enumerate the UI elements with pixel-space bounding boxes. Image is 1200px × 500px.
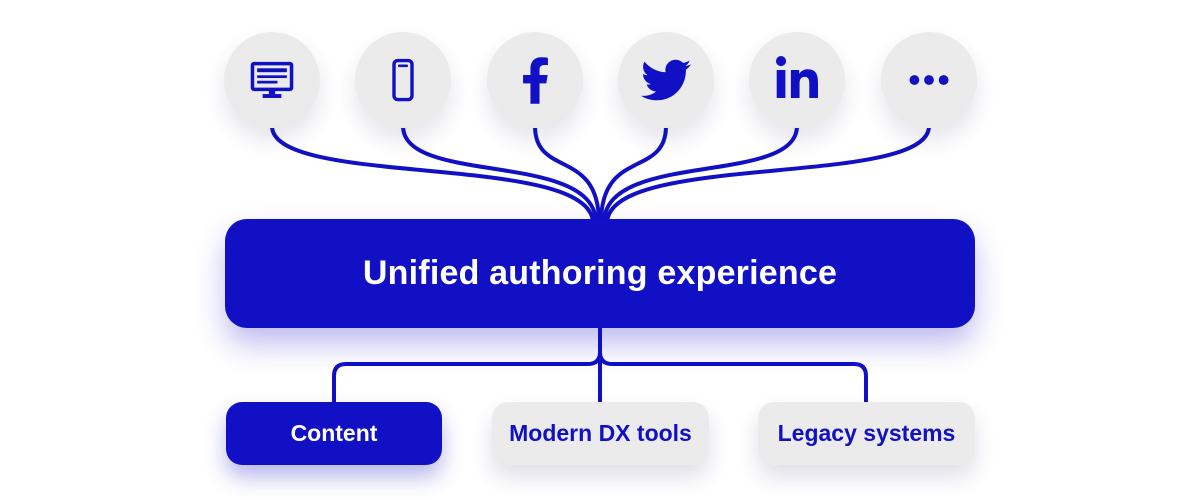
connector-twitter (599, 124, 668, 225)
facebook-icon (521, 56, 550, 104)
connector-facebook (533, 124, 601, 225)
channel-node-ellipsis (881, 32, 977, 128)
channel-node-twitter (618, 32, 714, 128)
ellipsis-icon (903, 54, 955, 106)
connector-ellipsis (605, 124, 931, 225)
hub-label: Unified authoring experience (362, 254, 838, 292)
connector-desktop (270, 124, 595, 225)
channel-node-desktop (224, 32, 320, 128)
channel-node-facebook (487, 32, 583, 128)
source-label-legacy-systems: Legacy systems (777, 420, 956, 446)
connector-smartphone (401, 124, 598, 225)
source-box-legacy-systems: Legacy systems (758, 402, 975, 465)
connector-linkedin (602, 124, 799, 225)
source-box-modern-dx-tools: Modern DX tools (492, 402, 709, 465)
linkedin-icon (776, 56, 818, 104)
source-label-content: Content (290, 420, 378, 446)
hub-box: Unified authoring experience (225, 219, 975, 328)
desktop-icon (247, 55, 297, 105)
source-box-content: Content (226, 402, 442, 465)
connector-legacy (598, 328, 868, 405)
connector-content (332, 328, 602, 405)
twitter-icon (641, 55, 691, 105)
channel-node-linkedin (749, 32, 845, 128)
smartphone-icon (379, 56, 427, 104)
source-label-modern-dx-tools: Modern DX tools (509, 420, 692, 446)
channel-node-smartphone (355, 32, 451, 128)
